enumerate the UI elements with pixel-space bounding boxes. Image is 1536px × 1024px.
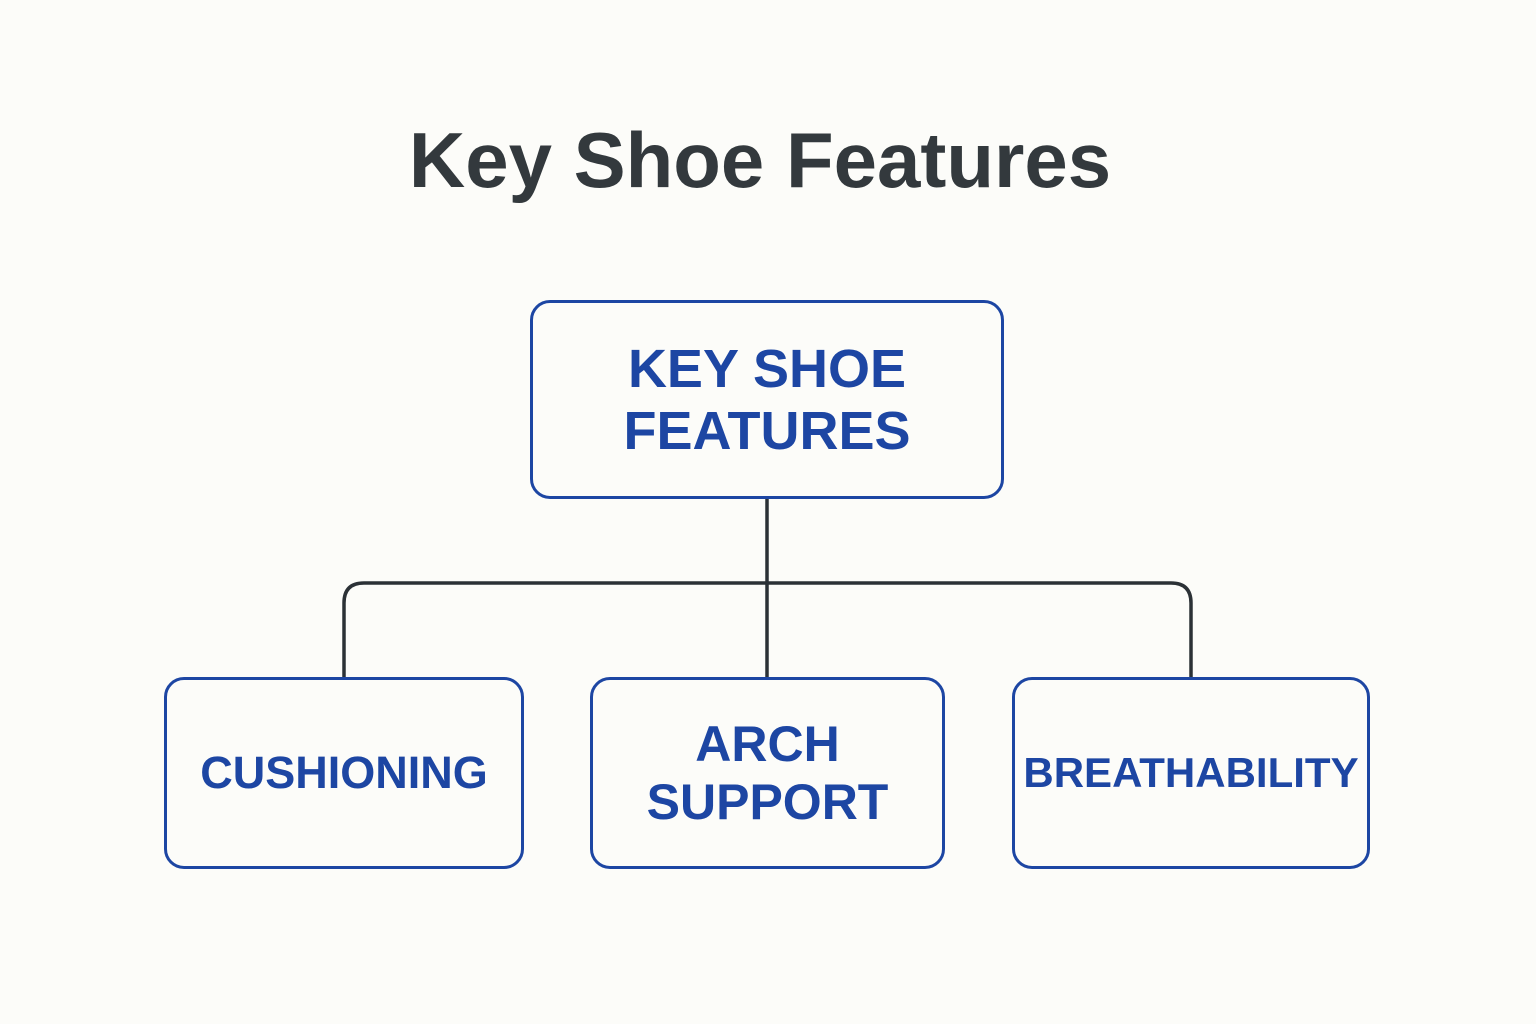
child-node-label: CUSHIONING [200,747,488,798]
child-node-label: BREATHABILITY [1023,749,1359,796]
child-node-arch-support: ARCH SUPPORT [590,677,945,869]
root-node: KEY SHOE FEATURES [530,300,1004,499]
root-node-label: KEY SHOE FEATURES [623,338,911,461]
page-title: Key Shoe Features [408,116,1112,204]
child-node-breathability: BREATHABILITY [1012,677,1370,869]
child-node-label: ARCH SUPPORT [646,716,889,830]
connector-branch-left [342,581,767,677]
connector-branch-right [767,581,1193,677]
child-node-cushioning: CUSHIONING [164,677,524,869]
